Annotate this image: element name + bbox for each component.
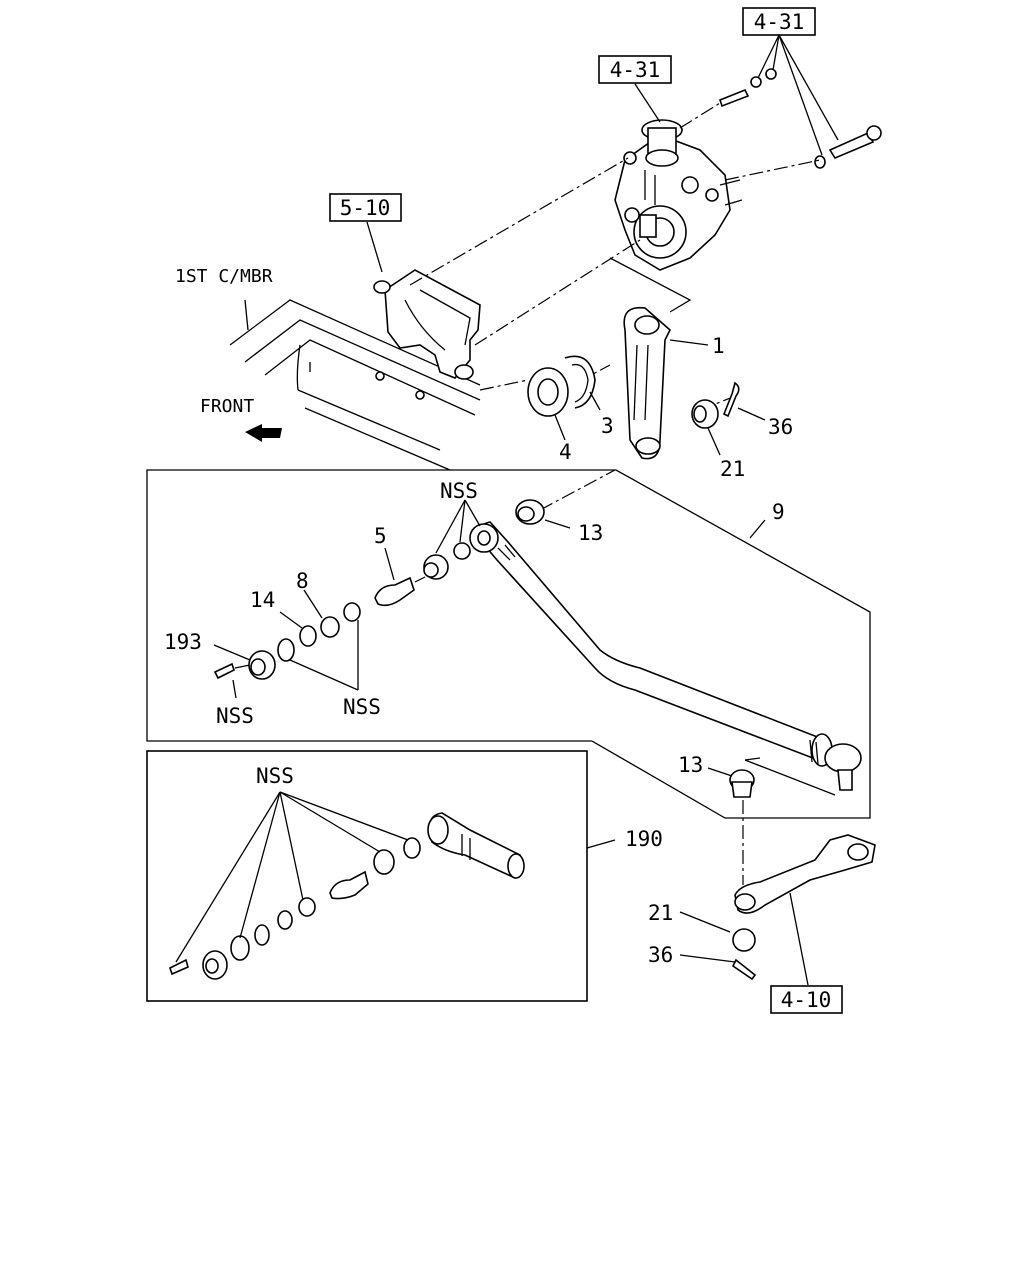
callout-193: 193 [164, 630, 202, 654]
figure-ref-4-10: 4-10 [770, 985, 843, 1014]
pitman-arm [623, 306, 671, 460]
callout-9: 9 [772, 500, 785, 524]
callout-nss-mid: NSS [343, 695, 381, 719]
callout-nss-top: NSS [440, 479, 478, 503]
gear-bracket [373, 269, 481, 380]
svg-text:4-31: 4-31 [610, 58, 661, 82]
callout-190: 190 [625, 827, 663, 851]
nut-and-ring [527, 355, 596, 417]
drag-link-small-parts [213, 499, 545, 680]
callout-36-bottom: 36 [648, 943, 673, 967]
svg-text:5-10: 5-10 [340, 196, 391, 220]
callout-21-bottom: 21 [648, 901, 673, 925]
svg-text:4-31: 4-31 [754, 10, 805, 34]
top-leaders [366, 34, 839, 456]
idler-arm [679, 757, 876, 986]
front-arrow-icon [245, 424, 282, 442]
callout-1: 1 [712, 334, 725, 358]
steering-gear-box [614, 119, 743, 271]
figure-ref-5-10: 5-10 [329, 193, 402, 222]
first-cross-member [229, 299, 481, 471]
callout-14: 14 [250, 588, 275, 612]
drag-link-leaders [213, 499, 571, 699]
mounting-bolts [719, 68, 882, 169]
callout-21-top: 21 [720, 457, 745, 481]
callout-13-top: 13 [578, 521, 603, 545]
callout-nss-left: NSS [216, 704, 254, 728]
castle-nut-top [691, 381, 740, 429]
figure-ref-4-31-top: 4-31 [742, 7, 816, 36]
callout-5: 5 [374, 524, 387, 548]
callout-36-top: 36 [768, 415, 793, 439]
first-cross-member-label: 1ST C/MBR [175, 266, 273, 287]
front-label: FRONT [200, 396, 254, 417]
callout-8: 8 [296, 569, 309, 593]
drag-link [469, 469, 862, 796]
assembly-center-lines [409, 102, 821, 411]
svg-text:4-10: 4-10 [781, 988, 832, 1012]
figure-ref-4-31-mid: 4-31 [598, 55, 672, 84]
callout-3: 3 [601, 414, 614, 438]
callout-nss-sub: NSS [256, 764, 294, 788]
callout-4: 4 [559, 440, 572, 464]
repair-kit-parts [169, 791, 525, 980]
callout-13-bottom: 13 [678, 753, 703, 777]
drag-link-box [146, 469, 871, 819]
